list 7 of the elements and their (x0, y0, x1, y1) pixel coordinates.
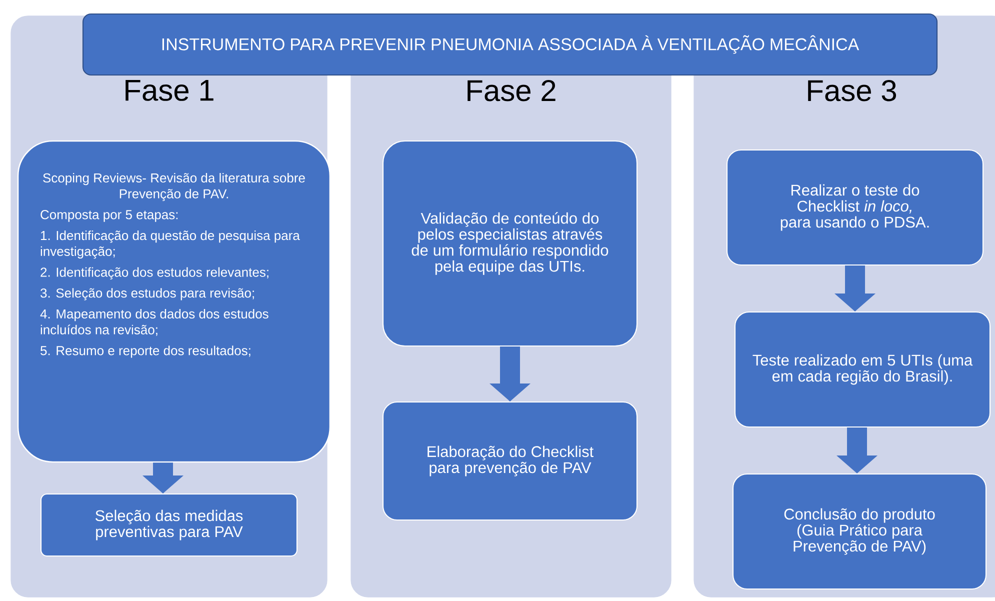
process-box: Elaboração do Checklist para prevenção de PAV (382, 401, 638, 521)
process-box: Validação de conteúdo do pelos especialistas através de um formulário respondido pela equipe das UTIs. (382, 140, 638, 347)
process-box: Scoping Reviews- Revisão da literatura sobre Prevenção de PAV. Composta por 5 etapas: 1. Identificação da questão de pesquisa para investigação; 2. Identificação dos estudos relevantes; 3. Seleção dos estudos para revisão; 4. Mapeamento dos dados dos estudos incluídos na revisão; 5. Resumo e reporte dos resultados; (17, 140, 331, 463)
process-box: Conclusão do produto (Guia Prático para Prevenção de PAV) (732, 473, 987, 590)
title-banner: INSTRUMENTO PARA PREVENIR PNEUMONIA ASSOCIADA À VENTILAÇÃO MECÂNICA (82, 13, 938, 76)
process-box: Realizar o teste do Checklist in loco, para usando o PDSA. (726, 149, 984, 266)
process-box: Teste realizado em 5 UTIs (uma em cada região do Brasil). (734, 311, 991, 428)
